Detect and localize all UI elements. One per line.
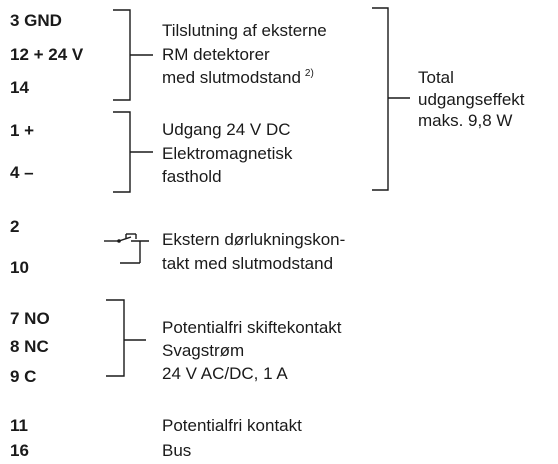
bracket-rm-group xyxy=(113,9,131,101)
terminal-1-plus: 1 + xyxy=(10,121,35,140)
terminal-2: 2 xyxy=(10,217,20,236)
bracket-output-group xyxy=(113,111,131,193)
terminal-10: 10 xyxy=(10,258,29,277)
terminal-8-nc: 8 NC xyxy=(10,337,49,356)
output-description-line2: Elektromagnetisk xyxy=(162,144,293,163)
total-output-line2: udgangseffekt xyxy=(418,90,525,109)
terminal-7-no: 7 NO xyxy=(10,309,50,328)
rm-description-text: med slutmodstand xyxy=(162,68,301,87)
relay-description-line2: Svagstrøm xyxy=(162,341,245,360)
total-output-line3: maks. 9,8 W xyxy=(418,111,513,130)
relay-description-line3: 24 V AC/DC, 1 A xyxy=(162,364,288,383)
terminal-14: 14 xyxy=(10,78,29,97)
door-description-line2: takt med slutmodstand xyxy=(162,254,334,273)
output-description-line1: Udgang 24 V DC xyxy=(162,120,291,139)
bracket-total-output xyxy=(372,7,389,191)
terminal-12-24v: 12 + 24 V xyxy=(10,45,84,64)
terminal-3-gnd: 3 GND xyxy=(10,11,62,30)
terminal-9-c: 9 C xyxy=(10,367,37,386)
footnote-marker: 2) xyxy=(304,68,314,80)
door-description-line1: Ekstern dørlukningskon- xyxy=(162,230,346,249)
door-contact-symbol xyxy=(104,233,149,264)
bus-description: Bus xyxy=(162,441,192,460)
terminal-4-minus: 4 – xyxy=(10,163,34,182)
output-description-line3: fasthold xyxy=(162,167,222,186)
relay-description-line1: Potentialfri skiftekontakt xyxy=(162,318,342,337)
terminal-16: 16 xyxy=(10,441,29,460)
total-output-line1: Total xyxy=(418,68,454,87)
rm-description-line1: Tilslutning af eksterne xyxy=(162,21,327,40)
terminal-11: 11 xyxy=(10,416,28,435)
rm-description-line2: RM detektorer xyxy=(162,45,270,64)
free-contact-description: Potentialfri kontakt xyxy=(162,416,302,435)
bracket-relay-group xyxy=(106,299,125,377)
